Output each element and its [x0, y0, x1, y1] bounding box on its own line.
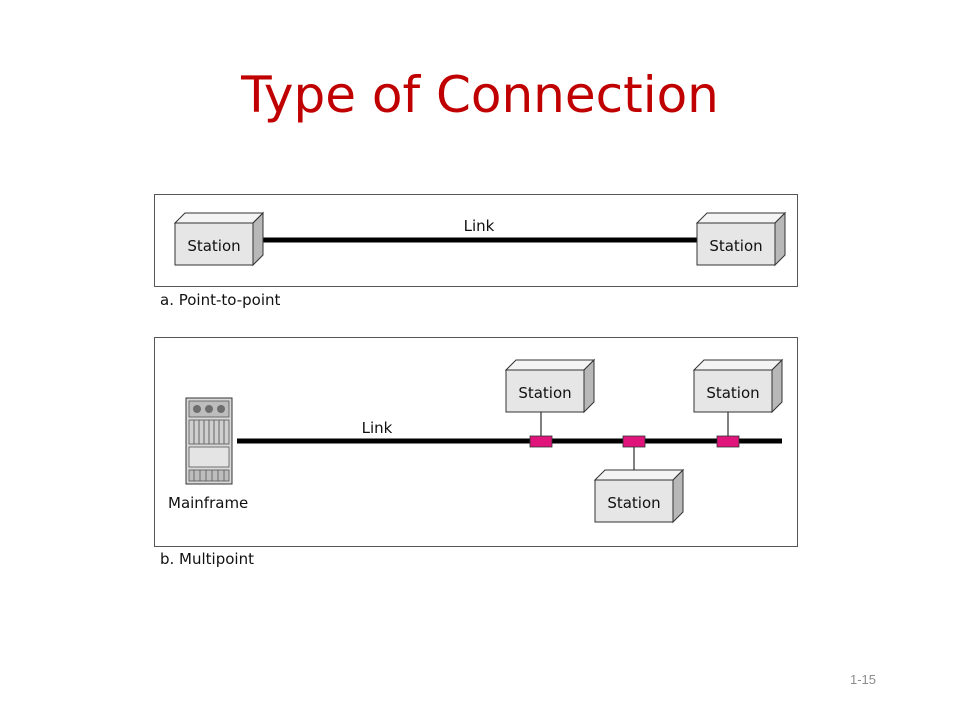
- station-label: Station: [187, 237, 240, 255]
- multipoint-station-1: Station: [505, 359, 595, 413]
- p2p-station-left: Station: [174, 212, 264, 266]
- mainframe-label: Mainframe: [168, 494, 248, 512]
- p2p-link-label: Link: [464, 217, 495, 235]
- point-to-point-caption: a. Point-to-point: [160, 291, 281, 309]
- tap-connector-2: [622, 435, 646, 448]
- tap-connector-3: [716, 435, 740, 448]
- multipoint-station-3: Station: [693, 359, 783, 413]
- station-label: Station: [706, 384, 759, 402]
- p2p-station-right: Station: [696, 212, 786, 266]
- multipoint-station-2: Station: [594, 469, 684, 523]
- mainframe-icon: [185, 397, 233, 485]
- station-label: Station: [709, 237, 762, 255]
- tap-connector-1: [529, 435, 553, 448]
- page-number: 1-15: [849, 672, 876, 687]
- slide-title: Type of Connection: [241, 66, 719, 124]
- multipoint-caption: b. Multipoint: [160, 550, 254, 568]
- station-label: Station: [607, 494, 660, 512]
- station-label: Station: [518, 384, 571, 402]
- multipoint-link-label: Link: [362, 419, 393, 437]
